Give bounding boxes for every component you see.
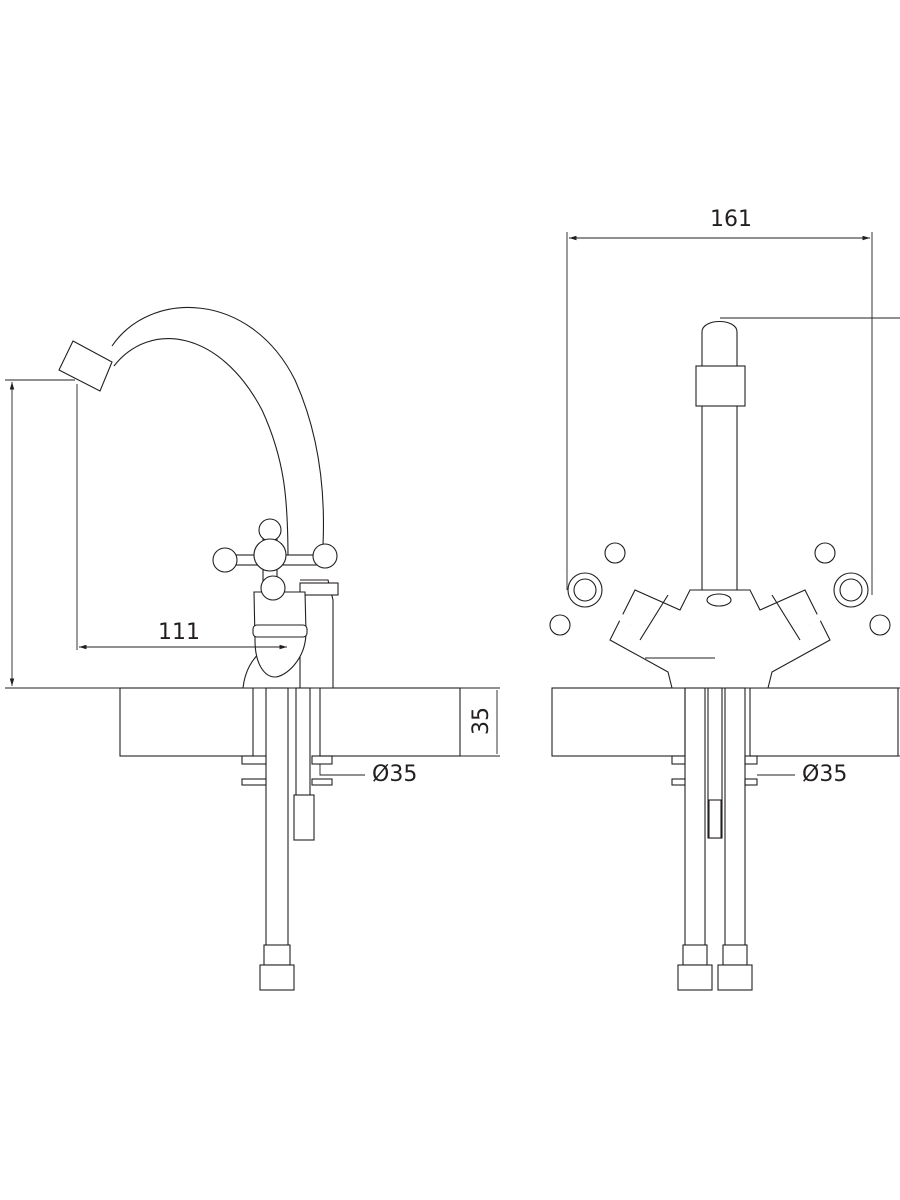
fitting-left	[677, 964, 713, 991]
side-view	[5, 307, 500, 991]
deck-slab-right-front	[749, 687, 899, 757]
braided-hose-right	[724, 687, 746, 969]
cross-handle-left	[549, 542, 633, 636]
hole-leader-left	[319, 764, 365, 776]
washer	[241, 755, 267, 765]
mounting-nut	[293, 794, 315, 841]
braided-hose	[265, 687, 289, 969]
hose-fitting	[259, 964, 295, 991]
spout-pipe	[701, 320, 738, 591]
plate	[241, 778, 267, 786]
body-front	[609, 589, 831, 689]
plate-hatched	[311, 778, 333, 786]
fitting-right	[717, 964, 753, 991]
hose-crimp	[263, 944, 291, 966]
deck-slab-left-front	[551, 687, 686, 757]
deck-slab-left	[119, 687, 254, 757]
cross-handle-side	[212, 518, 338, 601]
body-column	[300, 579, 334, 689]
valve-ring	[252, 624, 308, 638]
spout-inner	[113, 338, 289, 561]
spout-outer	[111, 307, 325, 546]
front-view	[549, 232, 900, 991]
hole-diameter-label-left: Ø35	[372, 762, 418, 787]
spout-ring	[695, 365, 746, 407]
reach-dimension-label: 111	[158, 620, 200, 645]
deck-thickness-label: 35	[469, 707, 494, 735]
cross-handle-right	[807, 542, 891, 636]
deck-slab-right	[319, 687, 461, 757]
aerator	[58, 340, 113, 392]
width-dimension-label: 161	[710, 207, 752, 232]
hole-diameter-label-right: Ø35	[802, 762, 848, 787]
gasket	[311, 755, 333, 765]
mounting-rod	[295, 687, 311, 799]
braided-hose-left	[684, 687, 706, 969]
collar	[299, 582, 339, 596]
nut-front	[708, 799, 722, 839]
